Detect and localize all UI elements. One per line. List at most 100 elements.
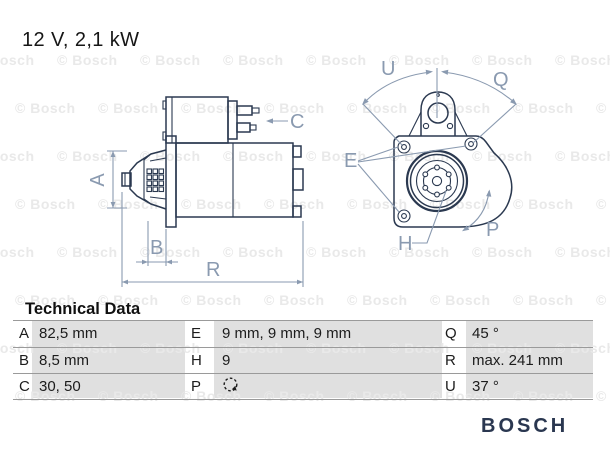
bosch-watermark-text: © Bosch — [347, 196, 408, 212]
table-key-u: U — [445, 378, 456, 395]
bosch-watermark-text: © Bosch — [430, 292, 491, 308]
bosch-watermark-text: © Bosch — [389, 52, 450, 68]
technical-data-heading: Technical Data — [25, 300, 141, 318]
dimension-e: E — [344, 145, 467, 213]
bosch-watermark-text: © Bosch — [223, 52, 284, 68]
bosch-watermark-text: © Bosch — [347, 292, 408, 308]
table-value-h: 9 — [222, 352, 231, 369]
bosch-watermark-text: © Bosch — [181, 196, 242, 212]
table-rule-top — [13, 320, 593, 322]
bosch-watermark-text: © Bosch — [596, 196, 610, 212]
bosch-logo: BOSCH — [481, 415, 569, 437]
dim-label-a: A — [87, 173, 109, 187]
bosch-watermark-text: © Bosch — [57, 148, 118, 164]
bosch-watermark-text: © Bosch — [264, 292, 325, 308]
bolt-hole — [397, 209, 411, 223]
dim-label-c: C — [290, 111, 304, 133]
bosch-watermark-text: © Bosch — [596, 292, 610, 308]
bolt-hole — [464, 137, 478, 151]
table-value-c: 30, 50 — [39, 378, 81, 395]
bosch-watermark-text: © Bosch — [15, 100, 76, 116]
bosch-watermark-text: © Bosch — [98, 100, 159, 116]
bosch-watermark-text: © Bosch — [181, 100, 242, 116]
bosch-watermark-text: © Bosch — [555, 52, 610, 68]
bosch-watermark-text: © Bosch — [472, 148, 533, 164]
bosch-watermark-text: © Bosch — [15, 196, 76, 212]
bosch-watermark-text: © Bosch — [223, 244, 284, 260]
bosch-watermark-text: © Bosch — [513, 292, 574, 308]
bosch-watermark-text: © Bosch — [140, 244, 201, 260]
bosch-watermark-text: © Bosch — [389, 244, 450, 260]
bosch-watermark-text: © Bosch — [57, 244, 118, 260]
bosch-watermark-text: © Bosch — [306, 52, 367, 68]
table-rule-bottom — [13, 399, 593, 401]
table-key-p: P — [191, 378, 202, 395]
table-key-r: R — [445, 352, 456, 369]
dimension-c: C — [266, 111, 304, 133]
bosch-watermark-text: © Bosch — [0, 52, 35, 68]
mounting-flange-outline — [393, 135, 513, 228]
bosch-watermark-text: © Bosch — [0, 148, 35, 164]
table-rule-2 — [13, 373, 593, 375]
bosch-watermark-text: © Bosch — [513, 196, 574, 212]
table-key-q: Q — [445, 325, 457, 342]
dim-label-u: U — [381, 58, 395, 80]
rotation-direction-icon — [223, 377, 238, 392]
bosch-watermark-text: © Bosch — [15, 292, 76, 308]
bosch-watermark-text: © Bosch — [140, 340, 201, 356]
bosch-watermark-text: © Bosch — [0, 244, 35, 260]
table-value-a: 82,5 mm — [39, 325, 98, 342]
bosch-watermark-text: © Bosch — [306, 244, 367, 260]
bosch-watermark-text: © Bosch — [264, 196, 325, 212]
bosch-watermark-text: © Bosch — [555, 244, 610, 260]
dimension-u-q-arcs: U Q — [362, 58, 517, 146]
table-value-e: 9 mm, 9 mm, 9 mm — [222, 325, 352, 342]
table-gray-col-2 — [214, 321, 442, 398]
dimension-p-rotation-arrow: P — [462, 189, 499, 241]
table-key-b: B — [19, 352, 30, 369]
bosch-watermark-text: © Bosch — [306, 340, 367, 356]
bosch-watermark-text: © Bosch — [430, 100, 491, 116]
bosch-watermark-text: © Bosch — [57, 52, 118, 68]
bosch-watermark-text: © Bosch — [555, 340, 610, 356]
bosch-watermark-text: © Bosch — [0, 340, 35, 356]
table-key-h: H — [191, 352, 202, 369]
bosch-watermark-text: © Bosch — [98, 292, 159, 308]
motor-body-outline — [165, 135, 304, 228]
bosch-watermark-text: © Bosch — [472, 340, 533, 356]
bosch-watermark-text: © Bosch — [472, 52, 533, 68]
bosch-watermark-text: © Bosch — [140, 52, 201, 68]
bosch-watermark-text: © Bosch — [264, 100, 325, 116]
drive-end-pinion — [121, 149, 167, 210]
dim-label-p: P — [486, 219, 499, 241]
dimension-b: B — [136, 221, 178, 266]
bosch-watermark-text: © Bosch — [513, 100, 574, 116]
table-value-u: 37 ° — [472, 378, 499, 395]
dim-label-b: B — [150, 237, 163, 259]
dim-label-e: E — [344, 150, 357, 172]
dimension-a: A — [87, 150, 127, 209]
bosch-watermark-text: © Bosch — [181, 292, 242, 308]
table-gray-col-1 — [32, 321, 185, 398]
bosch-watermark-text: © Bosch — [596, 100, 610, 116]
table-gray-col-3 — [466, 321, 593, 398]
table-key-e: E — [191, 325, 202, 342]
table-key-a: A — [19, 325, 30, 342]
bosch-watermark-text: © Bosch — [57, 340, 118, 356]
bosch-watermark-text: © Bosch — [223, 340, 284, 356]
dimension-h: H — [398, 190, 447, 255]
dim-label-h: H — [398, 233, 412, 255]
dim-label-r: R — [206, 259, 220, 281]
solenoid-bracket-outline — [408, 91, 468, 137]
starter-side-view-drawing: A B R C — [87, 96, 304, 287]
starter-front-view-drawing: U Q E H P — [344, 58, 517, 255]
bosch-watermark-text: © Bosch — [223, 148, 284, 164]
bosch-watermark-text: © Bosch — [472, 244, 533, 260]
table-value-q: 45 ° — [472, 325, 499, 342]
table-key-c: C — [19, 378, 30, 395]
bearing-rings — [405, 149, 469, 213]
bosch-watermark-text: © Bosch — [555, 148, 610, 164]
bosch-watermark-text: © Bosch — [347, 100, 408, 116]
